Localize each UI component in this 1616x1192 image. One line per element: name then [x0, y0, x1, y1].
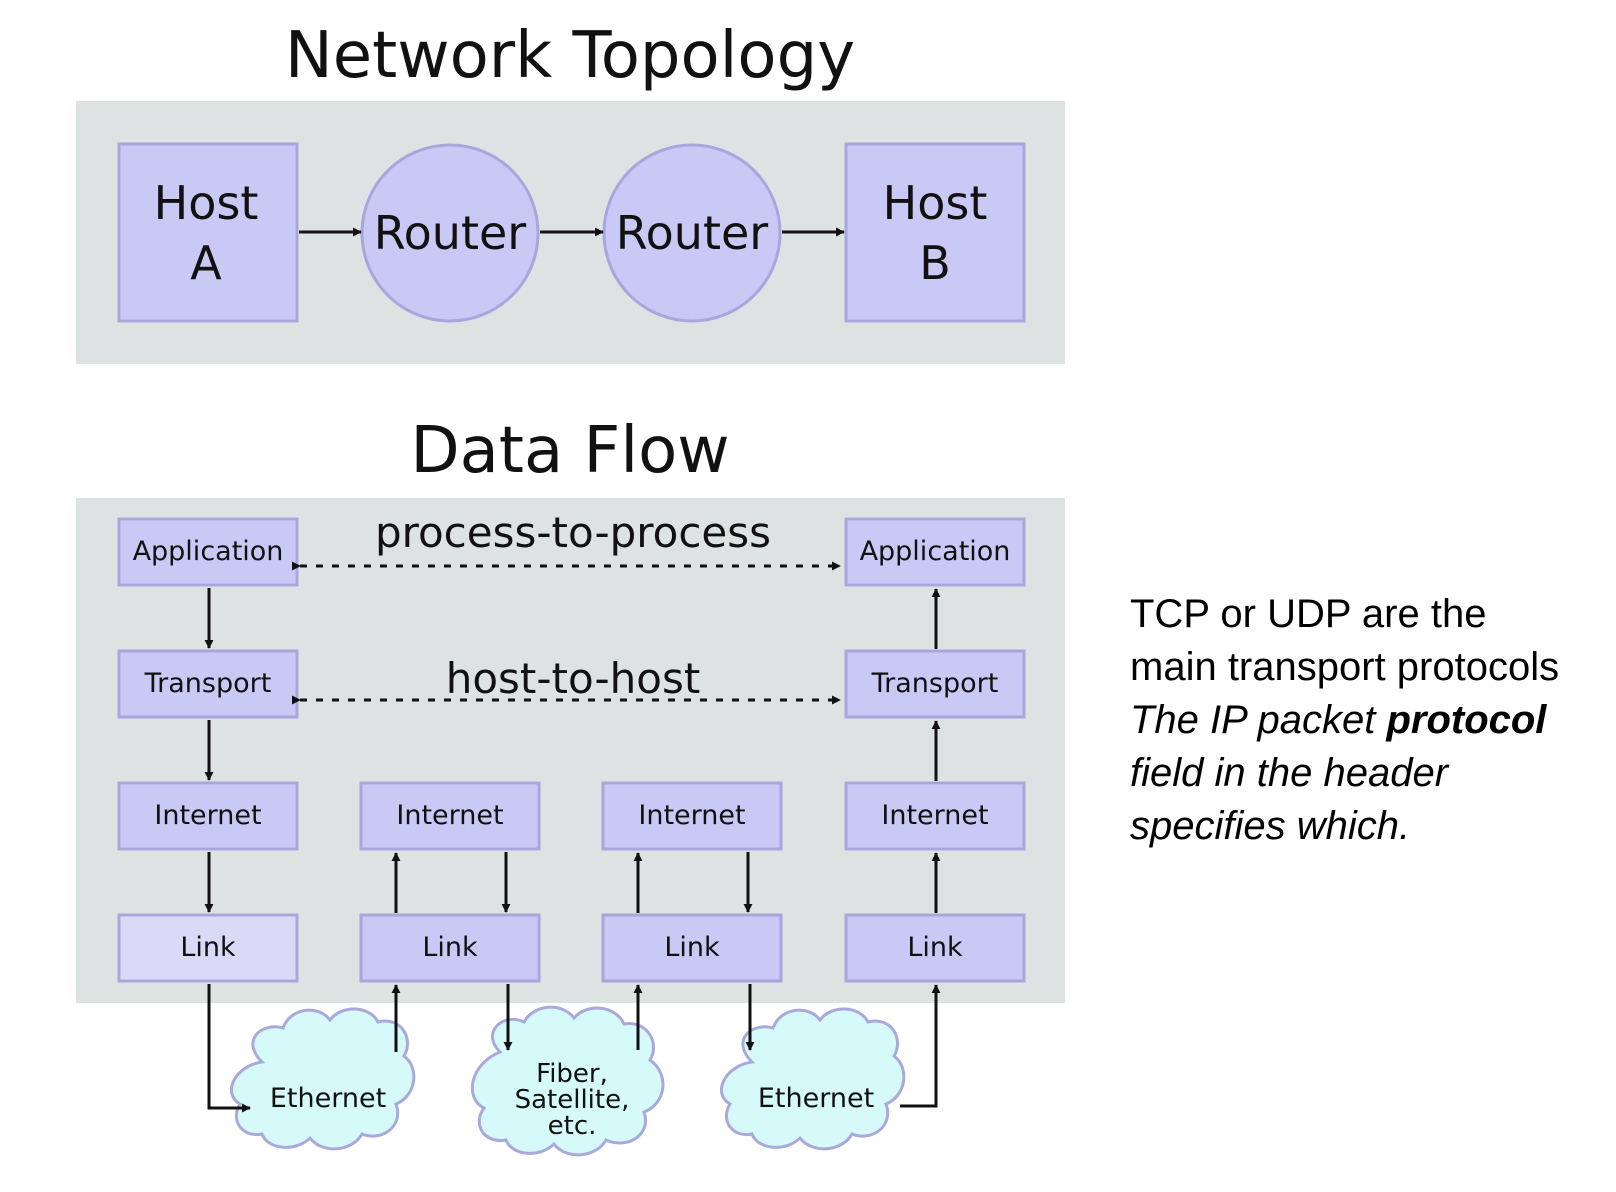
router2-internet-label: Internet — [638, 800, 745, 831]
note-line-3-italic: The IP packet — [1130, 698, 1387, 742]
host-b-box — [844, 142, 1026, 323]
fiber-cloud-line1: Fiber, — [536, 1059, 608, 1089]
router-1-label: Router — [374, 206, 527, 260]
host-b-line2: B — [919, 236, 951, 290]
left-internet-label: Internet — [154, 800, 261, 831]
left-transport-label: Transport — [144, 668, 272, 699]
left-link-to-ethernet-arrow — [207, 984, 251, 1113]
right-internet-label: Internet — [881, 800, 988, 831]
note-line-5: specifies which. — [1130, 804, 1411, 848]
left-application-label: Application — [133, 536, 284, 567]
router1-internet-label: Internet — [396, 800, 503, 831]
left-link-box — [117, 913, 299, 983]
fiber-cloud — [470, 1005, 665, 1157]
router-2-node — [602, 143, 782, 323]
right-link-box — [844, 913, 1026, 983]
note-line-2: main transport protocols — [1130, 645, 1560, 689]
ethernet-to-right-link-arrow — [900, 984, 941, 1108]
left-application-box — [117, 517, 299, 587]
left-link-label: Link — [180, 932, 236, 963]
topology-title: Network Topology — [285, 19, 855, 93]
host-to-host-label: host-to-host — [446, 654, 701, 703]
right-application-box — [844, 517, 1026, 587]
left-internet-box — [117, 781, 299, 851]
ethernet-cloud-right — [719, 1007, 906, 1151]
ethernet-cloud-right-label: Ethernet — [758, 1083, 874, 1114]
dataflow-title: Data Flow — [410, 414, 729, 488]
note-line-1: TCP or UDP are the — [1130, 592, 1487, 636]
fiber-cloud-line3: etc. — [548, 1111, 597, 1141]
process-to-process-label: process-to-process — [375, 508, 771, 557]
router-2-label: Router — [616, 206, 769, 260]
right-application-label: Application — [860, 536, 1011, 567]
right-transport-label: Transport — [871, 668, 999, 699]
left-transport-box — [117, 649, 299, 719]
note-line-4: field in the header — [1130, 751, 1449, 795]
right-internet-box — [844, 781, 1026, 851]
router2-link-box — [601, 913, 783, 983]
host-b-line1: Host — [883, 176, 988, 230]
router2-link-label: Link — [664, 932, 720, 963]
router2-internet-box — [601, 781, 783, 851]
host-a-line1: Host — [154, 176, 259, 230]
fiber-cloud-line2: Satellite, — [515, 1085, 630, 1115]
router1-internet-box — [359, 781, 541, 851]
router-1-node — [360, 143, 540, 323]
note-line-3-bold: protocol — [1386, 698, 1547, 742]
ethernet-cloud-left — [229, 1007, 416, 1151]
ethernet-cloud-left-label: Ethernet — [270, 1083, 386, 1114]
note-line-3: The IP packet protocol — [1130, 694, 1610, 747]
host-a-box — [117, 142, 299, 323]
host-a-line2: A — [190, 236, 222, 290]
router1-link-label: Link — [422, 932, 478, 963]
router1-link-box — [359, 913, 541, 983]
right-transport-box — [844, 649, 1026, 719]
transport-protocol-note: TCP or UDP are the main transport protoc… — [1130, 588, 1610, 853]
right-link-label: Link — [907, 932, 963, 963]
